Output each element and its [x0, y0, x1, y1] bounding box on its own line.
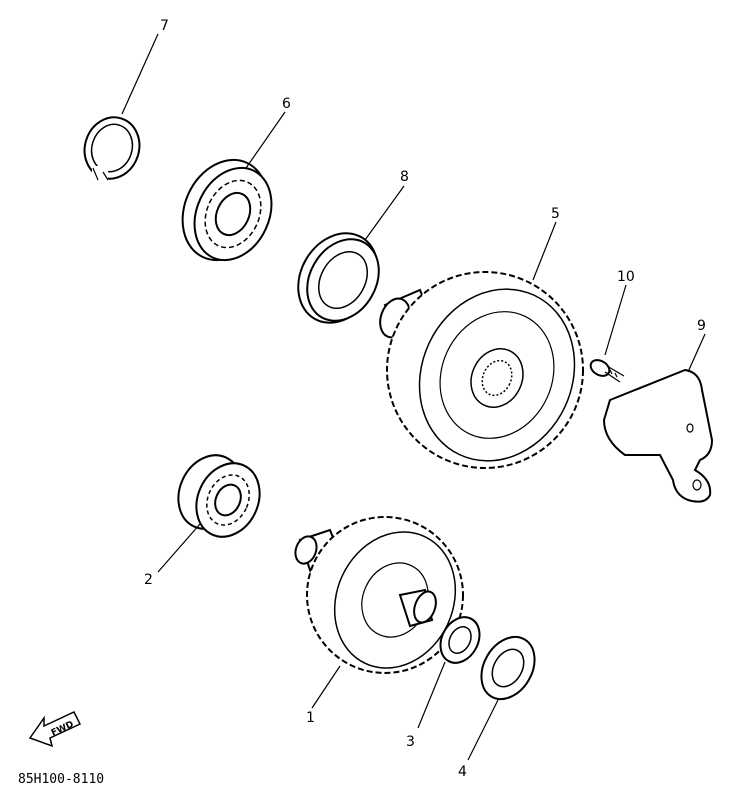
leader-lines: [121, 33, 706, 761]
washer-part-3: [439, 616, 481, 664]
part-label-1: 1: [306, 710, 315, 726]
part-label-9: 9: [697, 318, 706, 334]
washer-part-4: [480, 636, 536, 700]
part-label-8: 8: [400, 169, 409, 185]
part-label-7: 7: [160, 18, 169, 34]
bearing-part-6: [181, 158, 273, 262]
oil-seal-part-8: [297, 232, 380, 324]
part-label-3: 3: [406, 734, 415, 750]
part-label-2: 2: [144, 572, 153, 588]
gear-part-5: [379, 271, 584, 469]
bracket-part-9: [602, 368, 714, 503]
bolt-part-10: [589, 359, 625, 383]
gear-part-1: [294, 516, 464, 674]
part-label-5: 5: [551, 206, 560, 222]
fwd-arrow-icon: FWD: [28, 711, 82, 748]
drawing-code: 85H100-8110: [18, 772, 104, 787]
part-labels: 1 2 3 4 5 6 7 8 9 10: [144, 18, 706, 780]
part-label-6: 6: [282, 96, 291, 112]
circlip-part-7: [83, 116, 141, 181]
part-label-10: 10: [617, 269, 635, 285]
bearing-part-2: [177, 454, 261, 538]
part-label-4: 4: [458, 764, 467, 780]
